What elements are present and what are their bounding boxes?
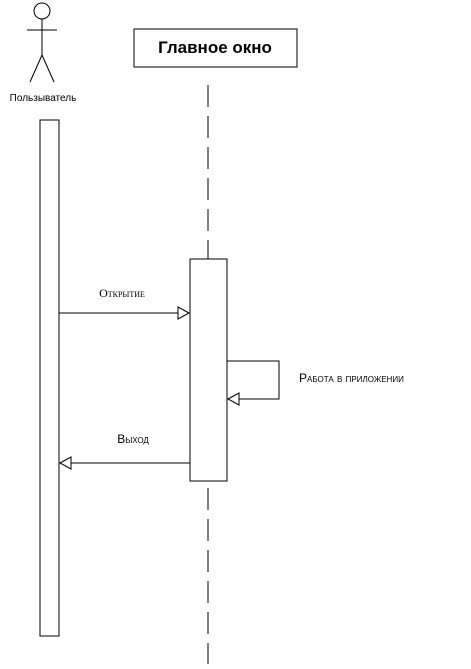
message-self-work: Работа в приложении xyxy=(226,360,404,406)
actor-head xyxy=(33,2,51,20)
message-self-work-label: Работа в приложении xyxy=(299,371,404,385)
message-open: Открытие xyxy=(59,286,191,320)
actor-activation-bar xyxy=(39,119,60,637)
object-activation-bar xyxy=(189,258,228,482)
message-self-work-line xyxy=(227,360,280,400)
message-open-label: Открытие xyxy=(99,286,145,300)
message-exit-label: Выход xyxy=(117,432,149,446)
message-exit: Выход xyxy=(58,432,190,470)
object-box xyxy=(133,28,298,68)
actor-left-leg xyxy=(29,54,43,83)
message-exit-arrowhead xyxy=(58,456,72,470)
actor-figure xyxy=(27,2,57,83)
object-label: Главное окно xyxy=(158,38,272,57)
message-self-work-arrowhead xyxy=(226,392,240,406)
actor-right-leg xyxy=(41,54,55,83)
message-open-arrowhead xyxy=(177,306,191,320)
actor-label: Пользыватель xyxy=(10,93,77,104)
